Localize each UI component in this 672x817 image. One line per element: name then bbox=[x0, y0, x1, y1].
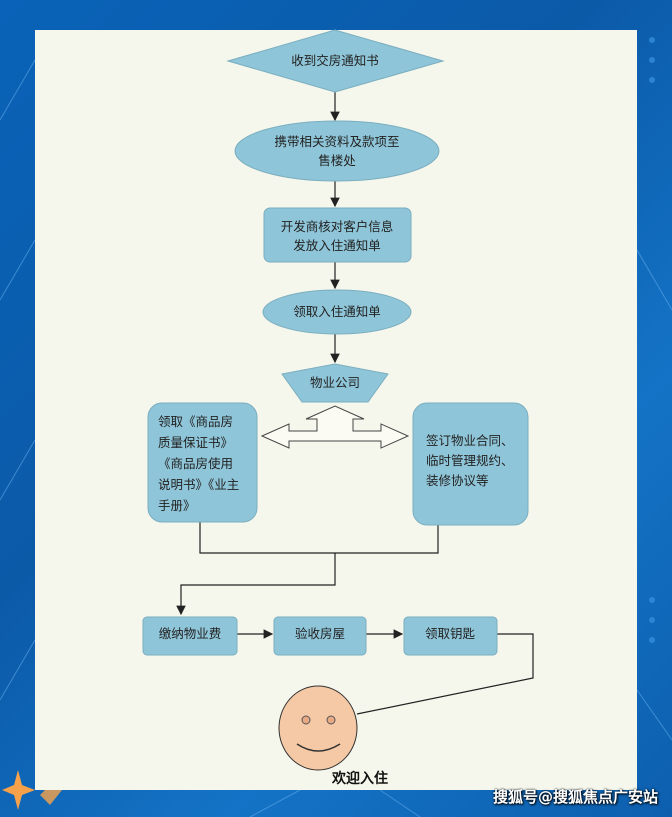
svg-text:领取入住通知单: 领取入住通知单 bbox=[293, 304, 381, 319]
node-inspect-house: 验收房屋 bbox=[273, 616, 367, 656]
watermark: 搜狐号@搜狐焦点广安站 bbox=[492, 788, 658, 806]
svg-text:发放入住通知单: 发放入住通知单 bbox=[293, 238, 381, 253]
connectors bbox=[176, 92, 534, 715]
svg-text:临时管理规约、: 临时管理规约、 bbox=[426, 453, 514, 468]
welcome-label: 欢迎入住 bbox=[331, 770, 388, 787]
node-bring-materials: 携带相关资料及款项至 售楼处 bbox=[234, 120, 440, 182]
smiley-face-icon bbox=[278, 685, 358, 771]
svg-text:缴纳物业费: 缴纳物业费 bbox=[159, 626, 222, 641]
node-get-keys: 领取钥匙 bbox=[403, 616, 498, 656]
svg-text:物业公司: 物业公司 bbox=[310, 375, 360, 390]
svg-text:说明书》《业主: 说明书》《业主 bbox=[158, 477, 239, 492]
svg-text:领取钥匙: 领取钥匙 bbox=[425, 626, 476, 641]
node-sign-contracts: 签订物业合同、 临时管理规约、 装修协议等 bbox=[412, 402, 529, 526]
svg-text:收到交房通知书: 收到交房通知书 bbox=[291, 53, 379, 68]
svg-text:验收房屋: 验收房屋 bbox=[295, 626, 345, 641]
svg-text:携带相关资料及款项至: 携带相关资料及款项至 bbox=[274, 134, 399, 149]
svg-text:售楼处: 售楼处 bbox=[318, 153, 356, 168]
svg-text:手册》: 手册》 bbox=[158, 498, 196, 513]
node-get-notice: 领取入住通知单 bbox=[262, 289, 412, 335]
node-receive-notice: 收到交房通知书 bbox=[226, 29, 445, 93]
sparkle-icon bbox=[2, 770, 35, 810]
svg-text:签订物业合同、: 签订物业合同、 bbox=[426, 433, 514, 448]
svg-text:装修协议等: 装修协议等 bbox=[426, 473, 489, 488]
node-property-company: 物业公司 bbox=[281, 363, 389, 403]
double-arrow-icon bbox=[260, 405, 410, 449]
svg-text:质量保证书》: 质量保证书》 bbox=[158, 435, 233, 450]
node-developer-verify: 开发商核对客户信息 发放入住通知单 bbox=[263, 207, 412, 263]
svg-text:领取《商品房: 领取《商品房 bbox=[158, 414, 233, 429]
svg-text:《商品房使用: 《商品房使用 bbox=[158, 456, 233, 471]
node-get-documents: 领取《商品房 质量保证书》 《商品房使用 说明书》《业主 手册》 bbox=[147, 402, 258, 523]
svg-text:开发商核对客户信息: 开发商核对客户信息 bbox=[281, 219, 394, 234]
node-pay-fee: 缴纳物业费 bbox=[142, 616, 238, 656]
